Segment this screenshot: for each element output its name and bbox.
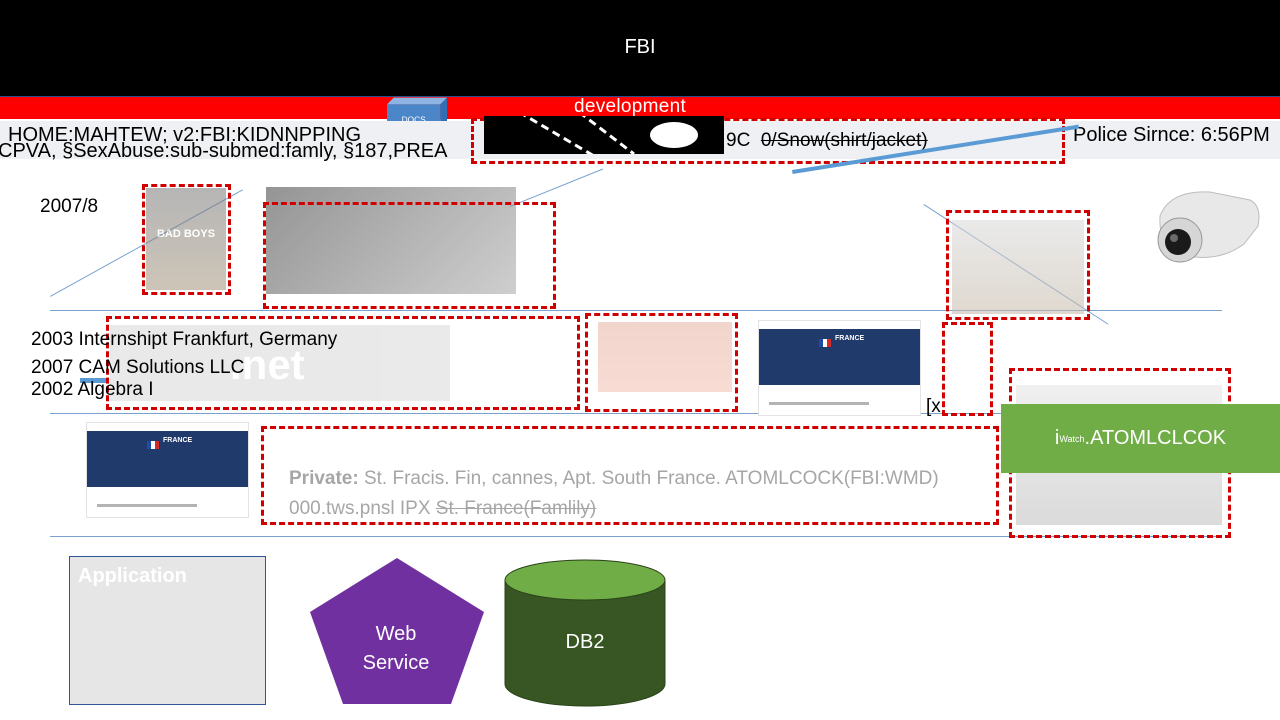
- france-flag-icon: [819, 339, 831, 347]
- concert-frame: [585, 313, 738, 412]
- redacted-image: [484, 116, 724, 154]
- private-line2: 000.tws.pnsl IPX: [289, 498, 436, 519]
- private-strike: St. France(Famlily): [435, 498, 597, 519]
- year-label: 2007/8: [40, 196, 99, 217]
- dotnet-logo: .net: [110, 325, 450, 401]
- clothing-text: 0/Snow(shirt/jacket): [760, 130, 928, 151]
- web-service-line-2: Service: [363, 652, 430, 674]
- watch-small: Watch: [1059, 433, 1085, 444]
- case-line-1: HOME:MAHTEW; v2:FBI:KIDNNPPING: [8, 124, 361, 146]
- alert-bar: [0, 97, 1280, 119]
- poster-frame: [142, 184, 231, 295]
- france-label: FRANCE: [835, 335, 865, 342]
- event-photo-frame: [946, 210, 1090, 320]
- police-since: Police Sirnce: 6:56PM: [1073, 124, 1270, 146]
- redaction-frame: [471, 118, 1065, 164]
- private-info: Private: St. Fracis. Fin, cannes, Apt. S…: [289, 464, 1009, 524]
- france-flag-icon: [147, 441, 159, 449]
- france-label: FRANCE: [163, 437, 193, 444]
- poster-text: BAD BOYS: [156, 228, 216, 240]
- web-service-pentagon[interactable]: Web Service: [308, 556, 486, 706]
- db2-cylinder[interactable]: DB2: [503, 558, 667, 708]
- net-text: .net: [230, 341, 305, 388]
- separator-3: [50, 536, 1222, 537]
- france-card: FRANCE: [758, 320, 921, 416]
- application-label: Application: [78, 565, 187, 587]
- concert-photo: [598, 322, 732, 392]
- top-banner: [0, 0, 1280, 97]
- application-box[interactable]: Application: [69, 556, 266, 705]
- clothing-note: 9C 0/Snow(shirt/jacket): [726, 130, 928, 152]
- security-camera-icon: [1157, 191, 1260, 263]
- redaction-stripes-icon: [522, 116, 698, 154]
- movie-poster: BAD BOYS: [146, 188, 226, 290]
- clothing-prefix: 9C: [726, 130, 751, 151]
- bio-frame: [106, 316, 580, 410]
- web-service-line-1: Web: [376, 623, 417, 645]
- docs-label: DOCS: [402, 115, 427, 125]
- case-line-2: CPVA, §SexAbuse:sub-submed:famly, §187,P…: [0, 140, 448, 162]
- france-card: FRANCE: [86, 422, 249, 518]
- bio-entry-1: 2003 Internshipt Frankfurt, Germany: [31, 329, 338, 350]
- bio-entry-3: 2002 Algebra I: [31, 379, 154, 400]
- private-label: Private:: [289, 468, 359, 489]
- private-text: St. Fracis. Fin, cannes, Apt. South Fran…: [358, 468, 939, 489]
- watch-prefix: i: [1054, 427, 1060, 449]
- bio-entry-2: 2007 CAM Solutions LLC: [31, 357, 245, 378]
- db2-label: DB2: [566, 631, 605, 653]
- watch-label: .ATOMLCLCOK: [1084, 427, 1227, 449]
- private-frame: [261, 426, 999, 525]
- separator-2: [50, 413, 1222, 414]
- development-label: development: [574, 96, 687, 117]
- page-title: FBI: [624, 36, 656, 58]
- blue-accent: [80, 378, 106, 383]
- separator-1: [50, 310, 1222, 311]
- narrow-frame: [942, 322, 993, 416]
- event-photo: [952, 220, 1084, 314]
- close-icon[interactable]: [x: [926, 396, 941, 417]
- photo-frame: [263, 202, 556, 309]
